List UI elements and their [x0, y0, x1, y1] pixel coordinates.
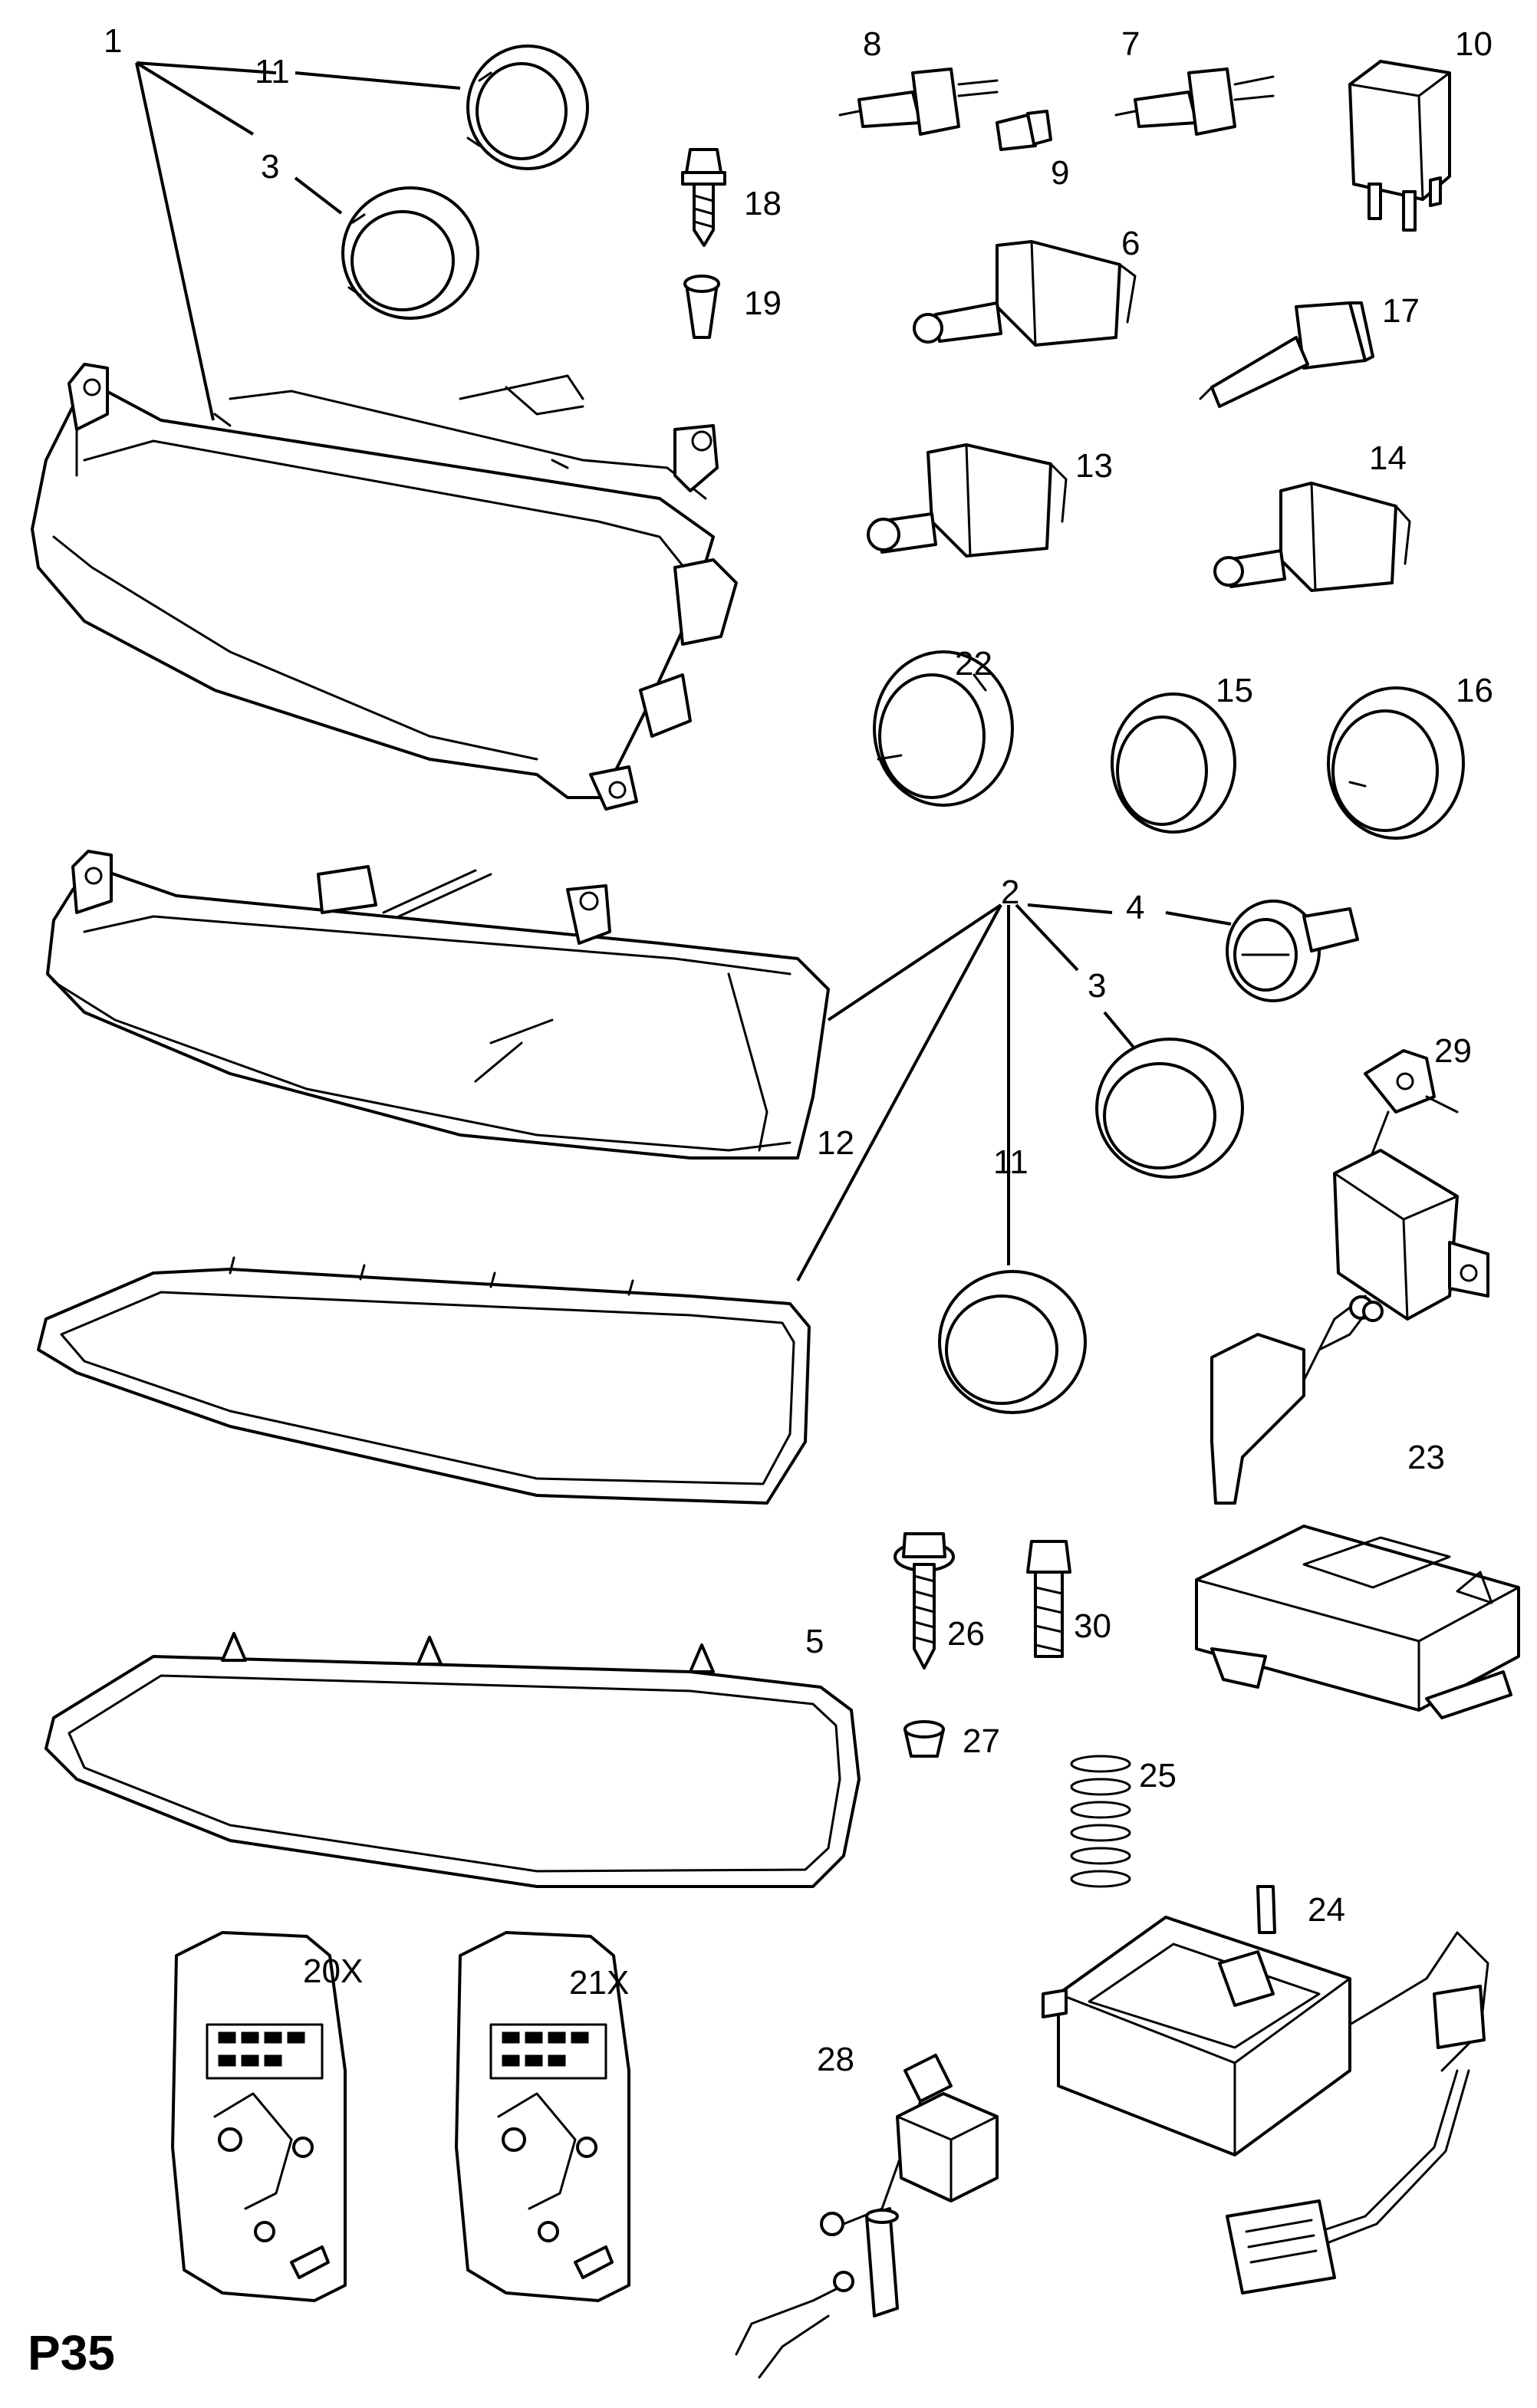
label-part-30: 30 [1074, 1607, 1111, 1645]
label-part-1: 1 [104, 22, 122, 60]
label-part-24: 24 [1308, 1891, 1345, 1929]
bulb-socket-icon [1226, 900, 1359, 1002]
screw-icon [894, 1532, 1071, 1758]
level-sensor-icon [735, 2054, 999, 2379]
level-sensor-icon [1210, 1049, 1489, 1505]
bulb-icon [838, 67, 1275, 151]
label-part-28: 28 [817, 2041, 854, 2078]
control-module-icon [1042, 1885, 1489, 2295]
relay-icon [1348, 60, 1451, 232]
label-part-22: 22 [955, 645, 992, 683]
label-part-15: 15 [1216, 672, 1253, 709]
label-part-11b: 11 [993, 1143, 1029, 1181]
label-part-7: 7 [1121, 25, 1140, 63]
label-part-3b: 3 [1088, 967, 1106, 1005]
cover-cap-icon [341, 44, 589, 320]
label-part-8: 8 [863, 25, 881, 63]
label-part-29: 29 [1434, 1032, 1472, 1070]
label-part-10: 10 [1455, 25, 1493, 63]
label-part-11: 11 [255, 53, 290, 90]
lamp-holder-icon [867, 240, 1411, 592]
headlamp-lens-icon [37, 1256, 811, 1505]
headlamp-assembly-icon [31, 363, 738, 811]
label-part-5: 5 [805, 1623, 824, 1660]
label-part-17: 17 [1382, 292, 1420, 330]
label-part-3: 3 [261, 148, 279, 186]
headlamp-lens-icon [44, 1632, 861, 1888]
label-part-21x: 21X [569, 1964, 629, 2002]
label-part-2: 2 [1001, 873, 1019, 911]
label-part-18: 18 [744, 185, 782, 222]
leader-lines [135, 61, 1232, 1281]
part-number-labels: 1 11 3 8 7 10 9 18 19 6 17 13 14 22 15 1… [28, 22, 1493, 2380]
spring-icon [1070, 1755, 1131, 1888]
label-part-4: 4 [1126, 889, 1144, 926]
headlamp-assembly-icon [46, 850, 830, 1160]
label-part-27: 27 [963, 1722, 1000, 1760]
label-part-14: 14 [1369, 439, 1407, 477]
label-part-20x: 20X [303, 1952, 363, 1990]
label-part-16: 16 [1456, 672, 1493, 709]
bulb-icon [1199, 301, 1374, 408]
label-part-12: 12 [817, 1124, 854, 1162]
repair-kit-bag-icon [171, 1931, 630, 2302]
control-module-icon [1195, 1525, 1520, 1719]
label-part-25: 25 [1139, 1757, 1177, 1794]
screw-icon [681, 148, 726, 339]
cover-cap-icon [938, 1038, 1244, 1414]
label-part-9: 9 [1051, 154, 1069, 192]
label-part-13: 13 [1075, 447, 1113, 485]
cover-cap-icon [873, 650, 1465, 840]
label-part-23: 23 [1407, 1439, 1445, 1476]
label-part-19: 19 [744, 285, 782, 322]
page-code: P35 [28, 2325, 115, 2380]
label-part-6: 6 [1121, 225, 1140, 262]
label-part-26: 26 [947, 1615, 985, 1653]
